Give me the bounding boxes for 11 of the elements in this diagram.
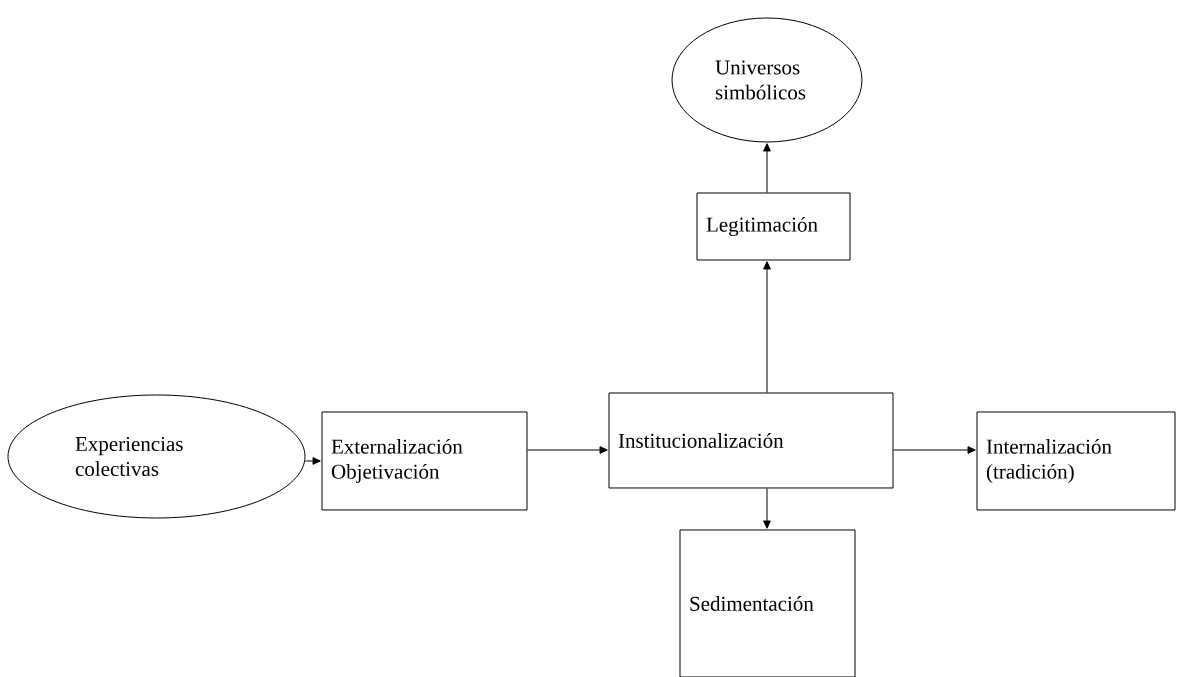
process-box: Externalización Objetivación bbox=[321, 411, 528, 511]
arrow bbox=[893, 446, 976, 454]
arrow bbox=[763, 488, 771, 529]
arrow bbox=[305, 457, 321, 465]
process-box: Sedimentación bbox=[679, 529, 856, 677]
arrow bbox=[763, 143, 771, 193]
arrow bbox=[763, 261, 771, 393]
process-box: Institucionalización bbox=[608, 392, 894, 489]
arrow bbox=[527, 446, 608, 454]
process-box: Internalización (tradición) bbox=[976, 411, 1176, 511]
process-box: Legitimación bbox=[696, 192, 851, 261]
